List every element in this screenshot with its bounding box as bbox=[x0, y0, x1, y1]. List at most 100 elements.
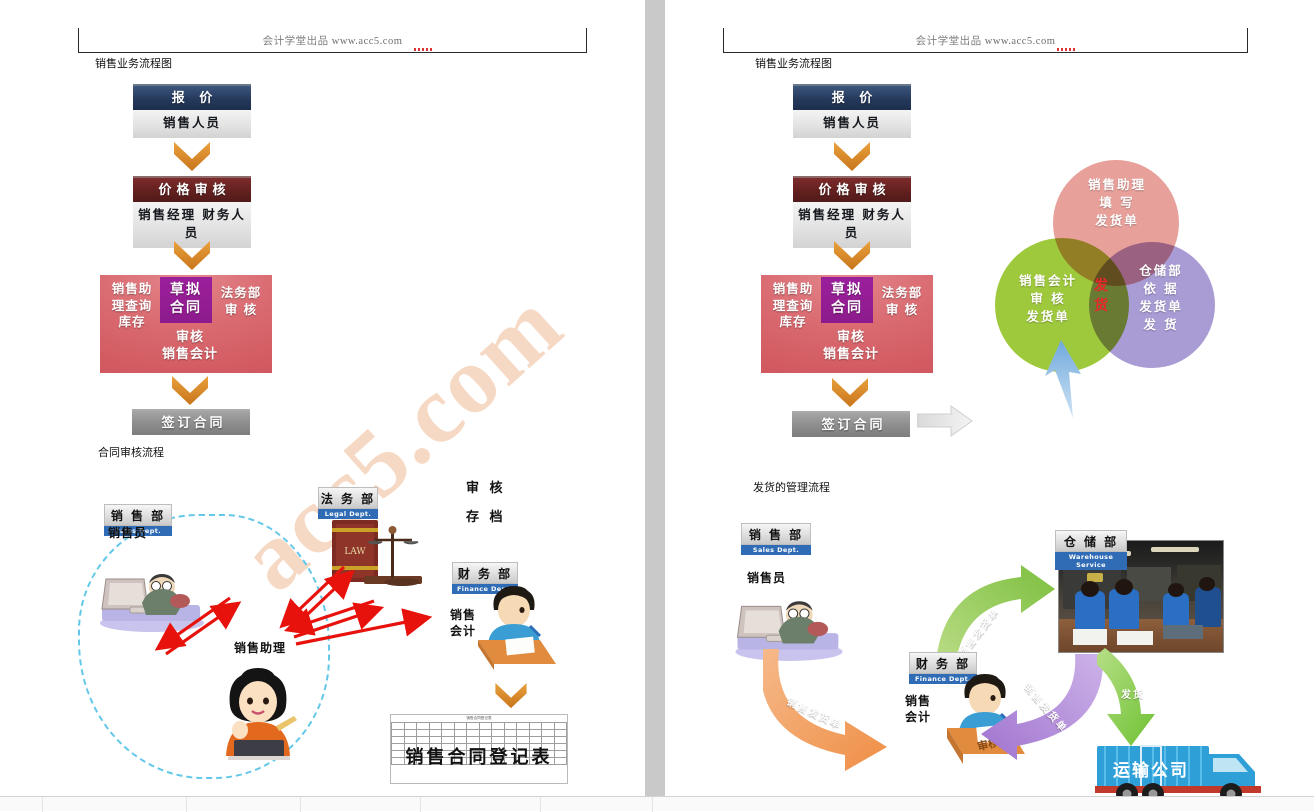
plaque-finance-dept: 财 务 部 Finance Dept. bbox=[909, 652, 977, 684]
sales-contract-register-table[interactable]: 销售合同登记表 销售合同登记表 bbox=[390, 714, 568, 784]
sales-accountant-illustration bbox=[470, 580, 558, 670]
sales-assistant-illustration bbox=[212, 660, 304, 762]
plaque-en: Sales Dept. bbox=[741, 545, 811, 555]
paper-document bbox=[1163, 625, 1203, 639]
svg-text:运输公司: 运输公司 bbox=[1113, 760, 1189, 781]
warehouse-worker bbox=[1109, 589, 1139, 629]
ribbon-sales-to-finance bbox=[760, 645, 973, 775]
header-tick-left bbox=[723, 28, 724, 53]
shipping-venn-diagram[interactable]: 销售助理 填 写 发货单 销售会计 审 核 发货单 仓储部 依 据 发货单 发 … bbox=[985, 160, 1215, 372]
plaque-en: Warehouse Service bbox=[1055, 552, 1127, 570]
flow-step-caption: 价格审核 bbox=[133, 176, 251, 202]
plaque-zh: 法 务 部 bbox=[318, 487, 378, 509]
venn-label-intersection: 发 货 bbox=[1094, 278, 1110, 315]
flow-step-price-review[interactable]: 价格审核 销售经理 财务人员 bbox=[793, 176, 914, 252]
page-header: 会计学堂出品 www.acc5.com bbox=[723, 28, 1248, 54]
role-label-sales-accountant: 销售 会计 bbox=[450, 608, 477, 639]
venn-circle-warehouse[interactable] bbox=[1089, 242, 1215, 368]
flow-step-quotation[interactable]: 报 价 销售人员 bbox=[133, 84, 254, 142]
blue-arrow-up-icon bbox=[1043, 340, 1083, 418]
document-page-2[interactable]: 会计学堂出品 www.acc5.com 销售业务流程图 acc5.com 报 价… bbox=[665, 0, 1314, 805]
ribbon-label-shipping: 发货 bbox=[1121, 690, 1145, 701]
panel-left-text: 销售助 理查询 库存 bbox=[111, 281, 153, 329]
contract-draft-panel[interactable]: 销售助 理查询 库存 草拟 合同 法务部 审 核 审核 销售会计 bbox=[100, 275, 272, 373]
panel-center-draft-contract[interactable]: 草拟 合同 bbox=[821, 277, 873, 323]
section-label-shipping-flow: 发货的管理流程 bbox=[753, 481, 830, 494]
warehouse-worker bbox=[1075, 591, 1105, 629]
flow-step-body: 销售经理 财务人员 bbox=[133, 202, 251, 249]
flow-step-caption: 报 价 bbox=[793, 84, 911, 110]
ceiling-lamp bbox=[1151, 547, 1199, 552]
spellcheck-squiggle-icon bbox=[1057, 48, 1077, 51]
plaque-sales-dept: 销 售 部 Sales Dept. bbox=[104, 504, 172, 536]
svg-text:LAW: LAW bbox=[344, 547, 366, 557]
ribbon-warehouse-to-transport bbox=[1091, 648, 1187, 748]
flow-step-body: 销售人员 bbox=[133, 110, 251, 139]
section-label-contract-review: 合同审核流程 bbox=[98, 446, 164, 459]
flow-step-sign-contract[interactable]: 签订合同 bbox=[132, 409, 253, 438]
plaque-en: Finance Dept. bbox=[452, 584, 518, 594]
shelf-tag bbox=[1087, 573, 1103, 582]
plaque-en: Legal Dept. bbox=[318, 509, 378, 519]
flow-step-caption: 报 价 bbox=[133, 84, 251, 110]
panel-center-draft-contract[interactable]: 草拟 合同 bbox=[160, 277, 212, 323]
panel-bottom-text: 审核 销售会计 bbox=[161, 330, 218, 363]
ribbon-finance-to-warehouse bbox=[929, 565, 1059, 675]
paper-document bbox=[1117, 631, 1153, 645]
law-books-and-scales-illustration: LAW bbox=[330, 514, 424, 592]
contract-draft-panel[interactable]: 销售助 理查询 库存 草拟 合同 法务部 审 核 审核 销售会计 bbox=[761, 275, 933, 373]
page-gutter bbox=[645, 0, 665, 796]
worker-head bbox=[1081, 581, 1099, 597]
header-url: www.acc5.com bbox=[984, 36, 1056, 47]
flow-step-caption: 签订合同 bbox=[792, 411, 910, 437]
header-prefix: 会计学堂出品 bbox=[262, 36, 332, 47]
header-rule bbox=[78, 52, 587, 53]
plaque-zh: 财 务 部 bbox=[909, 652, 977, 674]
role-label-sales-accountant: 销售 会计 bbox=[905, 694, 932, 725]
plaque-en: Sales Dept. bbox=[104, 526, 172, 536]
warehouse-worker bbox=[1195, 587, 1221, 627]
page-header: 会计学堂出品 www.acc5.com bbox=[78, 28, 587, 54]
spellcheck-squiggle-icon bbox=[414, 48, 434, 51]
header-text: 会计学堂出品 www.acc5.com bbox=[78, 33, 587, 48]
taskbar[interactable] bbox=[0, 796, 1314, 812]
plaque-finance-dept: 财 务 部 Finance Dept. bbox=[452, 562, 518, 594]
flow-step-sign-contract[interactable]: 签订合同 bbox=[792, 411, 913, 440]
salesperson-at-desk-illustration bbox=[100, 565, 206, 633]
register-table-title: 销售合同登记表 bbox=[466, 716, 492, 720]
transport-truck-illustration: 运输公司 bbox=[1095, 742, 1267, 806]
flow-step-quotation[interactable]: 报 价 销售人员 bbox=[793, 84, 914, 142]
panel-left-text: 销售助 理查询 库存 bbox=[772, 281, 814, 329]
worker-head bbox=[1168, 583, 1184, 597]
worker-head bbox=[1115, 579, 1133, 595]
panel-right-text: 法务部 审 核 bbox=[220, 285, 262, 317]
header-text: 会计学堂出品 www.acc5.com bbox=[723, 33, 1248, 48]
plaque-legal-dept: 法 务 部 Legal Dept. bbox=[318, 487, 378, 519]
plaque-sales-dept: 销 售 部 Sales Dept. bbox=[741, 523, 811, 555]
worker-head bbox=[1199, 577, 1215, 591]
plaque-zh: 仓 储 部 bbox=[1055, 530, 1127, 552]
register-table-caption: 销售合同登记表 bbox=[405, 747, 553, 768]
section-label-sales-flow: 销售业务流程图 bbox=[95, 57, 172, 70]
flow-step-price-review[interactable]: 价格审核 销售经理 财务人员 bbox=[133, 176, 254, 252]
salesperson-at-desk-illustration bbox=[735, 592, 845, 662]
flow-step-caption: 价格审核 bbox=[793, 176, 911, 202]
flow-step-body: 销售经理 财务人员 bbox=[793, 202, 911, 249]
section-label-sales-flow: 销售业务流程图 bbox=[755, 57, 832, 70]
panel-bottom-text: 审核 销售会计 bbox=[822, 330, 879, 363]
venn-label-sales-assistant: 销售助理 填 写 发货单 bbox=[1087, 177, 1146, 229]
header-tick-right bbox=[586, 28, 587, 53]
header-tick-left bbox=[78, 28, 79, 53]
plaque-zh: 财 务 部 bbox=[452, 562, 518, 584]
flow-step-body: 销售人员 bbox=[793, 110, 911, 139]
header-tick-right bbox=[1247, 28, 1248, 53]
paper-document bbox=[1073, 629, 1107, 645]
header-prefix: 会计学堂出品 bbox=[915, 36, 985, 47]
document-page-1[interactable]: 会计学堂出品 www.acc5.com 销售业务流程图 acc5.com 报 价… bbox=[0, 0, 645, 796]
arrow-right-icon bbox=[916, 405, 973, 437]
note-archive: 存 档 bbox=[466, 510, 506, 525]
role-label-salesperson: 销售员 bbox=[747, 571, 787, 585]
venn-label-warehouse: 仓储部 依 据 发货单 发 货 bbox=[1139, 263, 1183, 333]
flow-step-caption: 签订合同 bbox=[132, 409, 250, 435]
